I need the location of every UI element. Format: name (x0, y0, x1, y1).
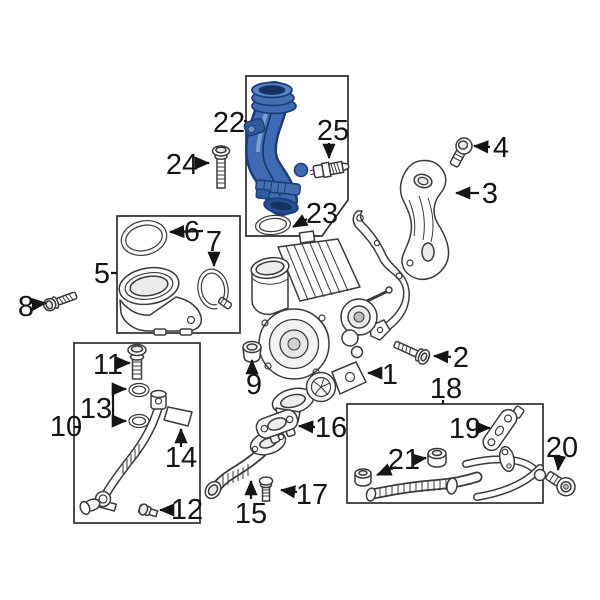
part-20-bolt[interactable] (543, 467, 579, 499)
box-coolant-line-group (346, 403, 544, 504)
part-12-fitting-bolt[interactable] (137, 503, 159, 519)
part-23-seal-ring[interactable] (254, 214, 292, 237)
box-intake-hose-group (245, 75, 349, 237)
callout-label-15[interactable]: 15 (235, 498, 267, 530)
callout-label-20[interactable]: 20 (546, 432, 578, 464)
leader-lines (31, 119, 567, 517)
box-oil-feed-line-group (73, 342, 201, 524)
callout-label-13[interactable]: 13 (80, 393, 112, 425)
part-8-bolt[interactable] (42, 289, 78, 312)
callout-label-6[interactable]: 6 (184, 216, 200, 248)
callout-label-23[interactable]: 23 (306, 198, 338, 230)
part-21-nuts[interactable] (354, 447, 447, 487)
part-2-mounting-bolt[interactable] (392, 337, 432, 366)
part-17-drain-bolt[interactable] (258, 476, 274, 502)
callout-label-10[interactable]: 10 (50, 411, 82, 443)
part-11-bolt[interactable] (127, 343, 147, 380)
box-inlet-housing-group (116, 215, 241, 334)
callout-label-8[interactable]: 8 (18, 291, 34, 323)
part-24-bolt[interactable] (211, 145, 231, 189)
callout-label-9[interactable]: 9 (246, 369, 262, 401)
callout-label-24[interactable]: 24 (166, 149, 198, 181)
part-18-coolant-tubes[interactable] (365, 445, 547, 502)
part-25-sensor[interactable] (309, 159, 350, 180)
part-4-heat-shield-bolt[interactable] (449, 137, 473, 168)
part-13-gasket-rings[interactable] (128, 382, 150, 429)
hose-clamp-fitting (243, 117, 266, 137)
part-6-seal-ring[interactable] (118, 216, 171, 260)
callout-label-18[interactable]: 18 (430, 373, 462, 405)
hose-port-boss (293, 162, 309, 178)
callout-label-2[interactable]: 2 (453, 342, 469, 374)
group-boxes (73, 75, 544, 524)
callout-label-12[interactable]: 12 (171, 494, 203, 526)
part-5-inlet-housing[interactable] (117, 264, 203, 336)
callout-label-22[interactable]: 22 (213, 107, 245, 139)
callout-label-16[interactable]: 16 (315, 412, 347, 444)
callout-label-1[interactable]: 1 (382, 359, 398, 391)
part-16-drain-gasket[interactable] (254, 407, 303, 447)
callout-label-21[interactable]: 21 (388, 444, 420, 476)
callout-label-5[interactable]: 5 (94, 258, 110, 290)
part-14-oil-feed-tube[interactable] (79, 389, 193, 516)
callout-label-4[interactable]: 4 (493, 132, 509, 164)
callout-label-14[interactable]: 14 (165, 442, 197, 474)
callout-label-3[interactable]: 3 (482, 178, 498, 210)
heat-shield-tag (163, 406, 193, 427)
callout-label-19[interactable]: 19 (449, 413, 481, 445)
part-15-oil-drain-tube[interactable] (202, 427, 288, 501)
hose-band-clamp (255, 179, 302, 200)
part-19-mounting-plate[interactable] (480, 401, 525, 454)
callout-label-17[interactable]: 17 (296, 479, 328, 511)
callout-label-25[interactable]: 25 (317, 115, 349, 147)
part-7-hose-clamp[interactable] (195, 267, 233, 312)
callout-labels: 1 2 3 4 5 6 7 8 9 10 11 12 13 14 15 16 1… (18, 107, 578, 530)
callout-label-11[interactable]: 11 (93, 349, 123, 381)
callout-label-7[interactable]: 7 (206, 226, 222, 258)
part-3-heat-shield[interactable] (399, 159, 450, 281)
part-1-turbocharger[interactable] (250, 210, 410, 423)
part-22-intake-hose[interactable] (243, 81, 309, 216)
part-9-plug[interactable] (242, 340, 262, 363)
